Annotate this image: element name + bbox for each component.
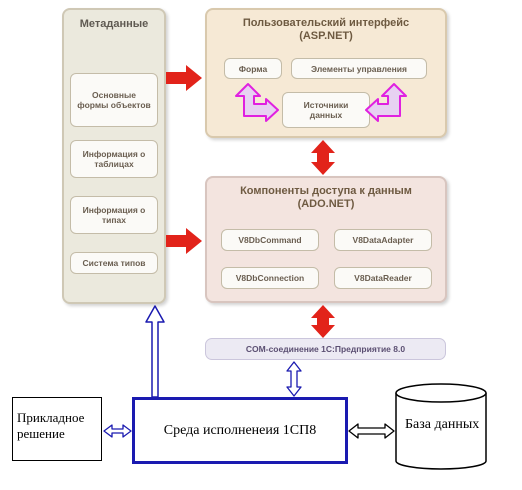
magenta-arrow-right bbox=[365, 83, 407, 122]
metadata-to-ado-arrow bbox=[166, 228, 202, 254]
runtime-db-double-arrow bbox=[348, 423, 395, 439]
ui-layer-title: Пользовательский интерфейс bbox=[242, 17, 410, 29]
ui-item-controls: Элементы управления bbox=[291, 58, 427, 79]
applied-solution-box: Прикладное решение bbox=[12, 397, 102, 461]
com-connection-bar: COM-соединение 1С:Предприятие 8.0 bbox=[205, 338, 446, 360]
metadata-item-types: Информация о типах bbox=[70, 196, 158, 234]
ui-layer-subtitle: (ASP.NET) bbox=[299, 30, 353, 42]
data-access-subtitle: (ADO.NET) bbox=[297, 198, 355, 210]
metadata-item-type-system: Система типов bbox=[70, 252, 158, 274]
ui-item-form: Форма bbox=[224, 58, 282, 79]
runtime-box: Среда исполненеия 1СП8 bbox=[132, 397, 348, 464]
magenta-arrow-left bbox=[235, 83, 279, 122]
com-runtime-double-arrow bbox=[286, 361, 302, 397]
data-access-title: Компоненты доступа к данным bbox=[240, 185, 412, 197]
ui-item-data-sources: Источники данных bbox=[282, 92, 370, 128]
ado-item-dataadapter: V8DataAdapter bbox=[334, 229, 432, 251]
ado-item-datareader: V8DataReader bbox=[334, 267, 432, 289]
ado-item-dbconnection: V8DbConnection bbox=[221, 267, 319, 289]
metadata-item-tables: Информация о таблицах bbox=[70, 140, 158, 178]
metadata-title: Метаданные bbox=[79, 18, 149, 30]
ado-com-double-arrow bbox=[311, 305, 335, 338]
ado-item-dbcommand: V8DbCommand bbox=[221, 229, 319, 251]
database-cylinder bbox=[395, 383, 487, 470]
metadata-item-forms: Основные формы объектов bbox=[70, 73, 158, 127]
database-label: База данных bbox=[405, 417, 480, 432]
metadata-to-ui-arrow bbox=[166, 65, 202, 91]
runtime-to-metadata-arrow bbox=[145, 305, 165, 398]
ui-ado-double-arrow bbox=[311, 140, 335, 175]
applied-runtime-double-arrow bbox=[103, 424, 132, 438]
